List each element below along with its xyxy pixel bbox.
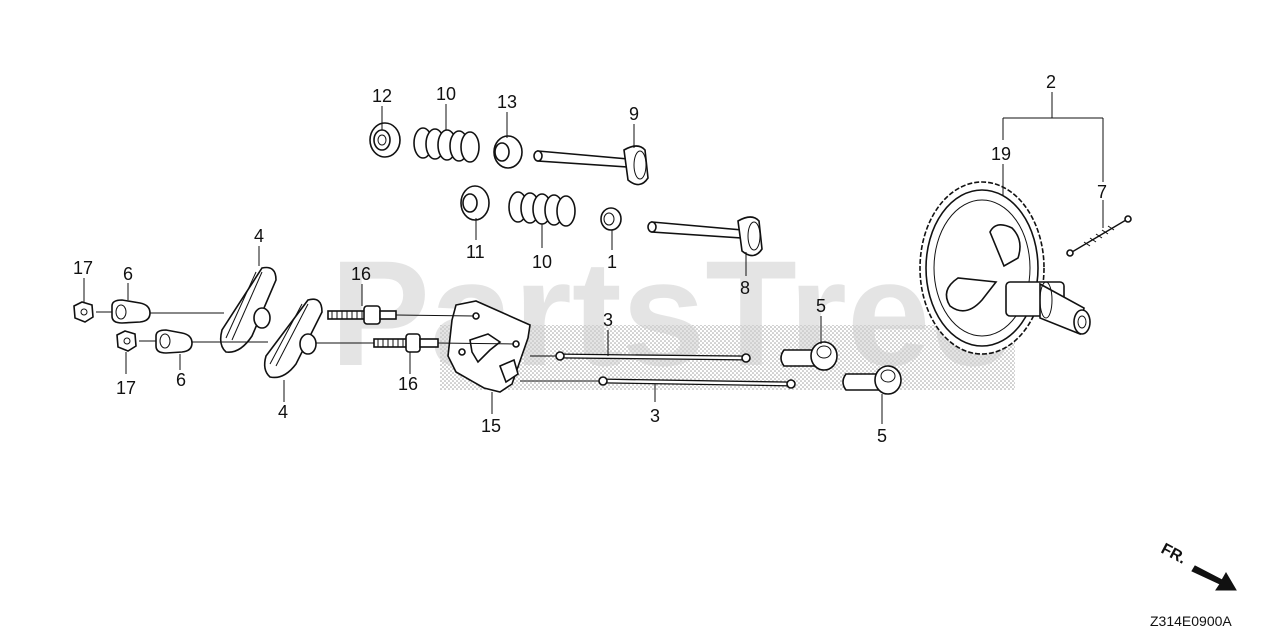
rocker-arm-4-lower[interactable] [263,298,323,379]
valve-8[interactable] [647,216,763,257]
rocker-arm-4-upper[interactable] [219,266,277,353]
decompressor-spring-7[interactable] [1066,215,1132,257]
callout-5-lower: 5 [877,426,887,446]
callout-12: 12 [372,86,392,106]
tappet-5-lower[interactable] [842,365,902,395]
nut-17-lower[interactable] [116,330,137,352]
callout-10-lower: 10 [532,252,552,272]
pivot-6-upper[interactable] [111,299,151,324]
callout-1: 1 [607,252,617,272]
front-direction-indicator: FR. [1158,541,1237,591]
callout-13: 13 [497,92,517,112]
pivot-6-lower[interactable] [155,329,193,354]
callout-3-lower: 3 [650,406,660,426]
callout-2: 2 [1046,72,1056,92]
front-direction-arrow-icon [1191,565,1237,591]
front-direction-label: FR. [1158,541,1189,568]
push-rod-guide-plate-15[interactable] [447,300,531,393]
callout-9: 9 [629,104,639,124]
leader-lines [83,92,1104,424]
callout-17-upper: 17 [73,258,93,278]
callout-5-upper: 5 [816,296,826,316]
nut-17-upper[interactable] [73,301,94,323]
callout-labels: 12 10 13 9 11 10 1 8 4 4 17 6 17 6 16 16… [73,72,1107,446]
valve-retainer-12[interactable] [369,122,401,158]
callout-11: 11 [466,242,485,262]
figure-code: Z314E0900A [1150,613,1232,629]
valve-spring-10-upper[interactable] [413,127,480,163]
callout-16-lower: 16 [398,374,418,394]
callout-17-lower: 17 [116,378,136,398]
callout-10-upper: 10 [436,84,456,104]
camshaft-gear-19[interactable] [919,181,1091,355]
valve-seal-13[interactable] [493,135,523,169]
rocker-stud-16-upper[interactable] [327,305,397,325]
valve-9[interactable] [533,145,649,186]
valve-cotter-1[interactable] [600,207,622,231]
rocker-stud-16-lower[interactable] [373,333,439,353]
callout-4-upper: 4 [254,226,264,246]
callout-16-upper: 16 [351,264,371,284]
callout-3-upper: 3 [603,310,613,330]
callout-8: 8 [740,278,750,298]
callout-19: 19 [991,144,1011,164]
watermark: PartsTree [330,229,1015,397]
callout-6-upper: 6 [123,264,133,284]
tappet-5-upper[interactable] [780,341,838,371]
callout-7: 7 [1097,182,1107,202]
watermark-text: PartsTree [330,229,1014,397]
callout-6-lower: 6 [176,370,186,390]
callout-15: 15 [481,416,501,436]
valve-spring-10-lower[interactable] [508,191,576,227]
callout-4-lower: 4 [278,402,288,422]
valve-retainer-11[interactable] [460,185,490,221]
